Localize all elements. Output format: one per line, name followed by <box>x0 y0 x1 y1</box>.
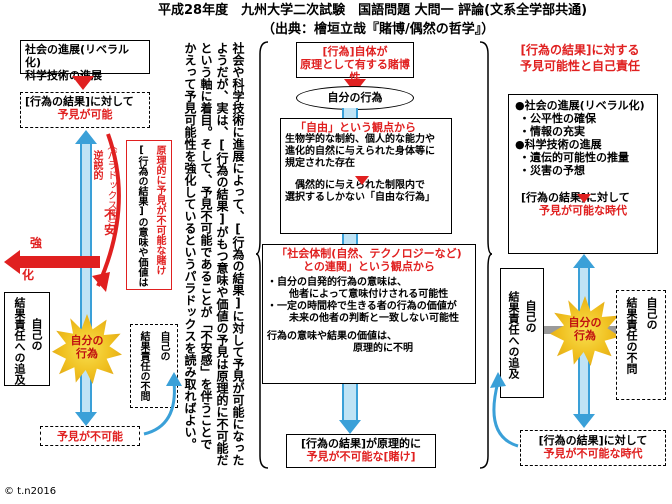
page-title: 平成28年度 九州大学二次試験 国語問題 大問一 評論(文系全学部共通) <box>158 3 588 18</box>
center-col-4: かえって予見可能性を強化しているというパラドックスを読み取ればよい。 <box>183 42 197 450</box>
center-col-2: ようだが、実は、[行為の結果]がもつ意味や価値の予見は原理的に不可能だ <box>215 42 229 466</box>
right-bottom-box: [行為の結果]に対して 予見が不可能な時代 <box>520 430 666 466</box>
society-5: 行為の意味や結果の価値は、 <box>267 331 397 342</box>
right-top-2: 予見可能性と自己責任 <box>519 59 640 73</box>
freedom-title: 「自由」という観点から <box>295 121 416 134</box>
freedom-box: 「自由」という観点から 生物学的な制約、個人的な能力や 進化的自然に与えられた身… <box>280 118 452 234</box>
society-4: 未来の他者の判断と一致しない可能性 <box>289 313 459 324</box>
left-curve-arrow <box>143 372 182 436</box>
middle-top-2: 原理として有する賭博性 <box>300 58 410 84</box>
freedom-5: 選択するしかない「自由な行為」 <box>285 192 435 203</box>
left-self-action-label: 自分の行為 <box>70 334 104 360</box>
right-resp-1: 自己の <box>645 297 658 330</box>
left-pursuit-box: 結果責任への追及 <box>4 292 50 386</box>
left-bottom-text: 予見が不可能 <box>57 430 123 443</box>
society-6: 原理的に不明 <box>353 343 413 354</box>
strengthen-2: 化 <box>22 268 35 282</box>
middle-bottom-1: [行為の結果]が原理的に <box>300 437 422 450</box>
right-pursuit-box: 結果責任への追及 <box>500 268 544 398</box>
right-self-1: 自己の <box>524 300 537 333</box>
middle-bottom-2: 予見が不可能な[賭け] <box>306 450 416 463</box>
right-top-1: [行為の結果]に対する <box>520 43 640 57</box>
left-resp-1: 自己の <box>158 331 169 361</box>
society-1: ・自分の自発的行為の意味は、 <box>267 277 407 288</box>
left-side-line2: 原理的に予見が不可能な賭け <box>154 145 165 275</box>
left-bottom-box: 予見が不可能 <box>40 426 140 446</box>
middle-axis-arrow <box>339 420 361 434</box>
copyright: © t.n2016 <box>4 486 57 497</box>
right-list-2: ・公平性の確保 <box>519 112 596 125</box>
right-resp-2: 結果責任の不問 <box>625 297 638 374</box>
freedom-4: 偶然的に与えられた制限内で <box>295 180 425 191</box>
anxiety-label: 不安 <box>104 208 117 237</box>
left-side-box: [行為の結果]の意味や価値は 原理的に予見が不可能な賭け <box>126 140 172 290</box>
left-top-line1: 社会の進展(リベラル化) <box>25 43 130 69</box>
right-list-1: ●社会の進展(リベラル化) <box>515 99 645 112</box>
paradox-label: （パラドックス性） <box>105 140 116 230</box>
strengthen-1: 強 <box>30 236 43 250</box>
right-bottom-2: 予見が不可能な時代 <box>543 447 643 460</box>
right-bottom-1: [行為の結果]に対して <box>538 434 648 447</box>
right-list-box: ●社会の進展(リベラル化) ・公平性の確保 ・情報の充実 ●科学技術の進展 ・遺… <box>508 94 658 254</box>
left-result-line1: [行為の結果]に対して <box>25 95 134 108</box>
right-list-4: ●科学技術の進展 <box>515 138 602 151</box>
left-axis-arrow-down <box>75 412 97 426</box>
society-3: ・一定の時間枠で生きる者の行為の価値が <box>267 301 457 312</box>
source-citation: （出典：檜垣立哉『賭博/偶然の哲学』） <box>262 22 495 37</box>
society-title-2: との連関」という観点から <box>303 260 435 273</box>
freedom-3: 規定された存在 <box>285 158 355 169</box>
left-brace <box>256 41 269 469</box>
right-inner-arrow <box>577 194 591 203</box>
center-col-3: という軸に着目。そして、予見不可能であることが「不安感」を伴うことで <box>199 42 213 450</box>
left-axis-arrow-up <box>75 130 97 144</box>
freedom-2: 進化的自然に与えられた身体等に <box>285 146 435 157</box>
right-self-action-label: 自分の行為 <box>568 316 602 342</box>
left-responsibility-box: 自己の 結果責任の不問 <box>130 324 178 408</box>
middle-top-1: [行為]自体が <box>322 45 388 58</box>
right-axis-arrow-down <box>573 414 595 428</box>
left-side-line1: [行為の結果]の意味や価値は <box>136 145 147 287</box>
paradox-arrow <box>92 133 121 292</box>
middle-oval: 自分の行為 <box>296 86 414 110</box>
society-title-1: 「社会体制(自然、テクノロジーなど) <box>276 247 462 260</box>
left-down-arrow <box>72 76 94 90</box>
freedom-inner-arrow <box>355 176 369 185</box>
society-box: 「社会体制(自然、テクノロジーなど) との連関」という観点から ・自分の自発的行… <box>262 244 476 384</box>
right-responsibility-box: 自己の 結果責任の不問 <box>616 290 666 400</box>
middle-top-box: [行為]自体が 原理として有する賭博性 <box>296 42 414 84</box>
right-list-8: 予見が可能な時代 <box>539 204 627 217</box>
right-list-7: [行為の結果]に対して <box>521 191 630 204</box>
middle-oval-text: 自分の行為 <box>327 91 383 104</box>
left-top-box: 社会の進展(リベラル化) 科学技術の進展 <box>20 40 150 82</box>
right-pursuit-text: 結果責任への追及 <box>507 291 520 379</box>
right-list-6: ・災害の予想 <box>519 164 585 177</box>
right-list-5: ・遺伝的可能性の推量 <box>519 151 629 164</box>
right-axis-arrow-up <box>573 254 595 268</box>
right-curve-arrow <box>490 372 519 448</box>
left-pursuit-text: 結果責任への追及 <box>13 297 26 385</box>
right-list-3: ・情報の充実 <box>519 125 585 138</box>
middle-bottom-box: [行為の結果]が原理的に 予見が不可能な[賭け] <box>286 434 436 468</box>
right-brace <box>479 41 492 469</box>
strengthen-arrow <box>4 250 100 274</box>
left-resp-2: 結果責任の不問 <box>138 331 149 401</box>
paradox-prefix: 逆説的 <box>91 150 102 180</box>
left-self-pursuit: 自己の <box>30 318 43 351</box>
left-result-box: [行為の結果]に対して 予見が可能 <box>20 92 150 128</box>
left-result-line2: 予見が可能 <box>57 108 113 121</box>
society-2: 他者によって意味付けされる可能性 <box>289 289 449 300</box>
center-col-1: 社会や科学技術に進展によって、[行為の結果]に対して予見が可能になった <box>231 42 245 466</box>
freedom-1: 生物学的な制約、個人的な能力や <box>285 134 435 145</box>
